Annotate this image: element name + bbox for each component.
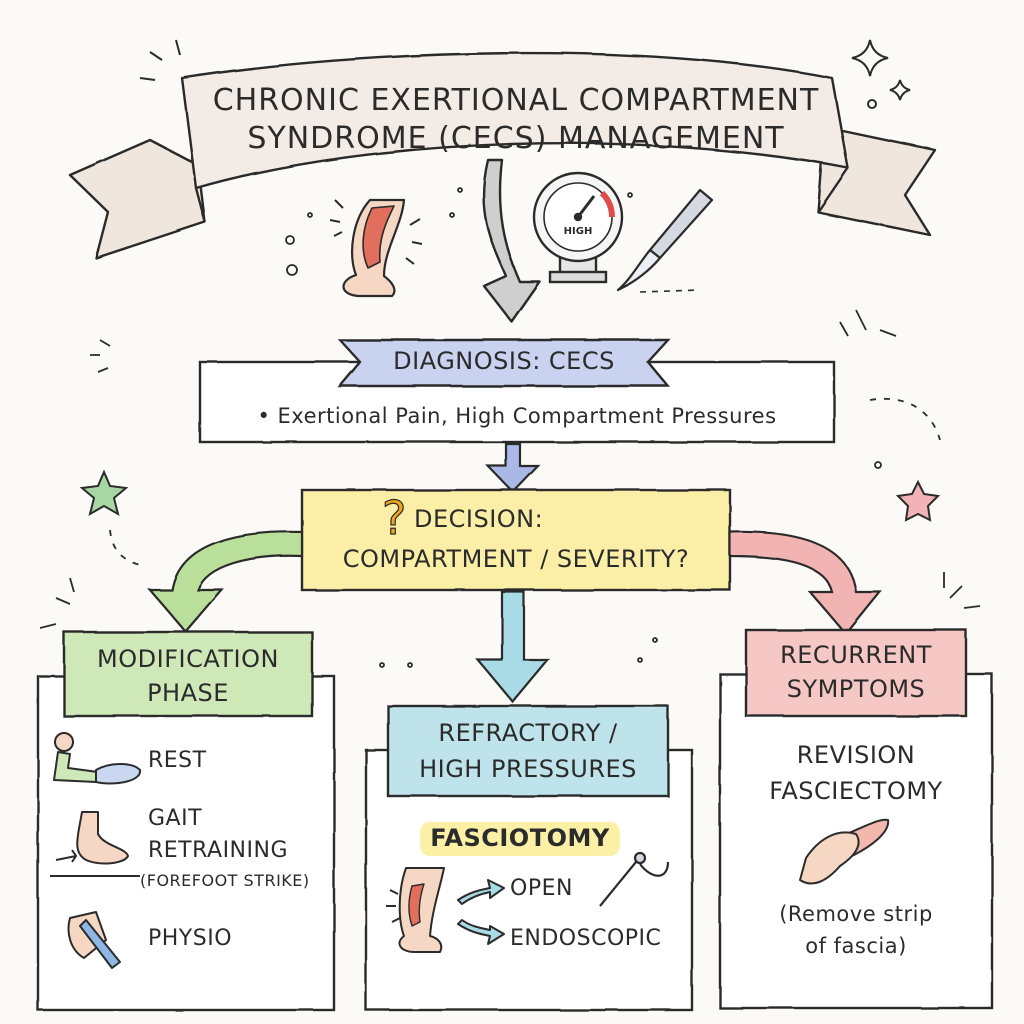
modification-item-physio: PHYSIO bbox=[148, 926, 233, 951]
resting-person-icon bbox=[53, 732, 141, 785]
diagnosis-detail: • Exertional Pain, High Compartment Pres… bbox=[257, 404, 777, 428]
question-mark-icon: ? bbox=[381, 490, 407, 545]
arthroscope-icon bbox=[599, 851, 670, 907]
title-line-1: CHRONIC EXERTIONAL COMPARTMENT bbox=[212, 83, 820, 118]
hand-massage-tool-icon bbox=[67, 911, 121, 969]
title-banner bbox=[68, 51, 937, 260]
leg-pain-icon bbox=[329, 198, 423, 298]
sparkle-icon bbox=[139, 39, 911, 109]
diagnosis-label: DIAGNOSIS: CECS bbox=[393, 347, 615, 375]
refractory-header-line-2: HIGH PRESSURES bbox=[419, 755, 637, 783]
decision-line-1: DECISION: bbox=[414, 505, 544, 533]
recurrent-note-line-1: (Remove strip bbox=[779, 902, 933, 926]
gauge-label: HIGH bbox=[563, 226, 593, 237]
arrow-to-refractory bbox=[475, 590, 551, 704]
svg-text:?: ? bbox=[382, 491, 406, 545]
arrow-to-modification bbox=[147, 530, 304, 634]
fasciotomy-label: FASCIOTOMY bbox=[430, 824, 610, 852]
decorative-dots bbox=[285, 187, 882, 668]
recurrent-note-line-2: of fascia) bbox=[805, 934, 907, 958]
modification-item-rest: REST bbox=[148, 748, 207, 773]
refractory-header-line-1: REFRACTORY / bbox=[438, 719, 618, 747]
decision-line-2: COMPARTMENT / SEVERITY? bbox=[342, 545, 690, 573]
fasciotomy-highlight bbox=[420, 822, 620, 856]
scalpel-icon bbox=[616, 188, 714, 293]
option-endoscopic: ENDOSCOPIC bbox=[510, 926, 662, 951]
arrow-to-decision bbox=[485, 442, 541, 494]
revision-line-1: REVISION bbox=[796, 741, 916, 769]
modification-header-line-1: MODIFICATION bbox=[97, 645, 279, 673]
star-icon bbox=[79, 469, 941, 522]
revision-line-2: FASCIECTOMY bbox=[769, 777, 943, 805]
hand-fascia-strip-icon bbox=[799, 818, 890, 885]
modification-header-line-2: PHASE bbox=[147, 679, 229, 707]
modification-item-gait-note: (FOREFOOT STRIKE) bbox=[140, 871, 310, 890]
pressure-gauge-icon bbox=[532, 171, 624, 284]
option-arrow-icon bbox=[457, 879, 505, 945]
foot-strike-icon bbox=[50, 811, 140, 877]
title-line-2: SYNDROME (CECS) MANAGEMENT bbox=[247, 121, 785, 156]
recurrent-header-line-1: RECURRENT bbox=[780, 641, 932, 669]
modification-item-gait-line-2: RETRAINING bbox=[148, 838, 289, 863]
decorative-dashes bbox=[39, 309, 981, 629]
arrow-to-recurrent bbox=[728, 530, 883, 636]
option-open: OPEN bbox=[510, 876, 573, 901]
modification-item-gait-line-1: GAIT bbox=[148, 806, 203, 831]
arrow-to-diagnosis bbox=[482, 158, 542, 324]
recurrent-header-line-2: SYMPTOMS bbox=[786, 675, 926, 703]
leg-icon bbox=[386, 867, 445, 953]
diagnosis-box bbox=[198, 338, 836, 444]
